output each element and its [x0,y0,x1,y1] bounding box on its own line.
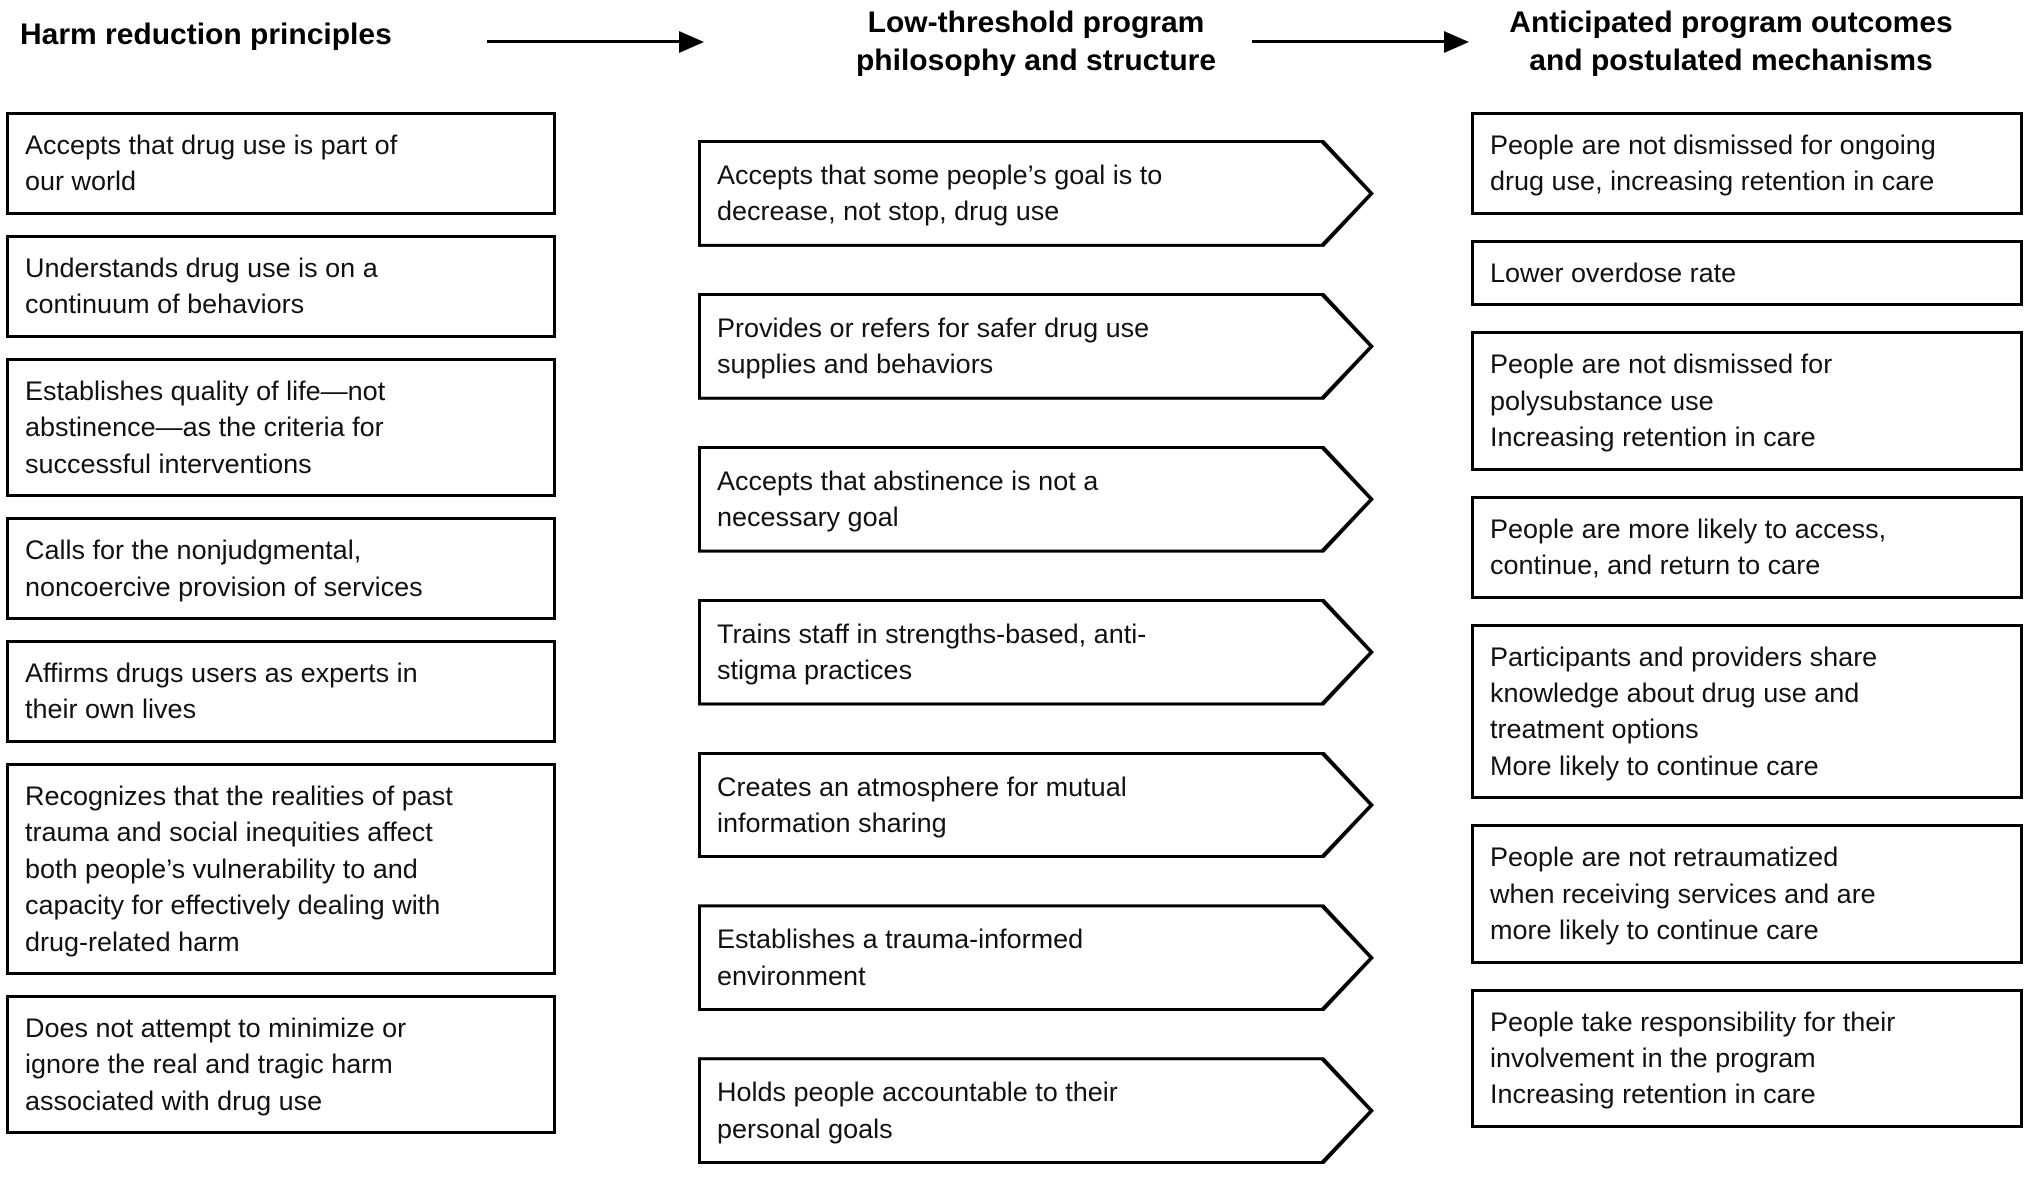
principle-box: Understands drug use is on a continuum o… [6,234,556,338]
principle-text: Affirms drugs users as experts in their … [25,657,418,725]
outcome-text: People are not dismissed for polysubstan… [1490,349,1833,453]
outcome-text: People are not dismissed for ongoing dru… [1490,130,1936,197]
outcome-text: People are more likely to access, contin… [1490,513,1887,581]
diagram-content: Accepts that drug use is part of our wor… [0,112,2025,1164]
program-column: Accepts that some people’s goal is to de… [698,140,1374,1164]
outcome-text: People take responsibility for their inv… [1490,1006,1896,1110]
outcome-text: Participants and providers share knowled… [1490,641,1878,781]
principle-box: Does not attempt to minimize or ignore t… [6,995,556,1135]
program-arrow-box: Establishes a trauma-informed environmen… [698,904,1374,1011]
column-title-program: Low-threshold program philosophy and str… [855,6,1217,78]
outcome-box: Participants and providers share knowled… [1471,623,2023,800]
outcome-box: People are not dismissed for ongoing dru… [1471,112,2023,215]
outcome-box: People take responsibility for their inv… [1471,988,2023,1128]
principle-text: Accepts that drug use is part of our wor… [25,130,398,197]
program-text: Establishes a trauma-informed environmen… [717,924,1084,991]
program-arrow-box: Provides or refers for safer drug use su… [698,293,1374,400]
program-arrow-fill: Creates an atmosphere for mutual informa… [701,755,1369,856]
outcomes-column: People are not dismissed for ongoing dru… [1471,112,2023,1128]
principle-box: Establishes quality of life—not abstinen… [6,357,556,498]
program-arrow-fill: Holds people accountable to their person… [701,1060,1369,1161]
program-text: Creates an atmosphere for mutual informa… [717,771,1127,838]
program-text: Trains staff in strengths-based, anti- s… [717,618,1147,686]
program-text: Holds people accountable to their person… [717,1077,1118,1144]
program-arrow-box: Accepts that abstinence is not a necessa… [698,446,1374,553]
outcome-box: Lower overdose rate [1471,239,2023,307]
program-arrow-box: Holds people accountable to their person… [698,1057,1374,1164]
principle-text: Understands drug use is on a continuum o… [25,252,378,320]
program-text: Accepts that some people’s goal is to de… [717,160,1163,227]
principle-text: Calls for the nonjudgmental, noncoercive… [25,535,423,602]
principle-box: Affirms drugs users as experts in their … [6,639,556,743]
outcome-box: People are not dismissed for polysubstan… [1471,331,2023,471]
flow-arrow-icon [487,40,679,43]
program-arrow-fill: Provides or refers for safer drug use su… [701,296,1369,397]
principle-text: Does not attempt to minimize or ignore t… [25,1013,407,1116]
principle-box: Accepts that drug use is part of our wor… [6,112,556,215]
principle-box: Calls for the nonjudgmental, noncoercive… [6,517,556,620]
program-arrow-box: Creates an atmosphere for mutual informa… [698,752,1374,859]
column-title-outcomes: Anticipated program outcomes and postula… [1509,6,1953,78]
flow-arrow-icon [1252,40,1444,43]
program-arrow-box: Trains staff in strengths-based, anti- s… [698,599,1374,706]
program-arrow-fill: Accepts that abstinence is not a necessa… [701,449,1369,550]
program-arrow-fill: Trains staff in strengths-based, anti- s… [701,602,1369,703]
outcome-text: People are not retraumatized when receiv… [1490,842,1876,946]
outcome-text: Lower overdose rate [1490,257,1737,288]
outcome-box: People are not retraumatized when receiv… [1471,824,2023,964]
program-arrow-fill: Establishes a trauma-informed environmen… [701,907,1369,1008]
program-text: Accepts that abstinence is not a necessa… [717,465,1099,533]
principles-column: Accepts that drug use is part of our wor… [6,112,556,1135]
outcome-box: People are more likely to access, contin… [1471,495,2023,599]
column-title-principles: Harm reduction principles [20,18,392,51]
diagram-header: Harm reduction principles Low-threshold … [0,0,2025,112]
principle-box: Recognizes that the realities of past tr… [6,762,556,975]
program-text: Provides or refers for safer drug use su… [717,312,1150,380]
program-arrow-box: Accepts that some people’s goal is to de… [698,140,1374,247]
principle-text: Recognizes that the realities of past tr… [25,780,453,957]
program-arrow-fill: Accepts that some people’s goal is to de… [701,143,1369,244]
principle-text: Establishes quality of life—not abstinen… [25,375,386,479]
